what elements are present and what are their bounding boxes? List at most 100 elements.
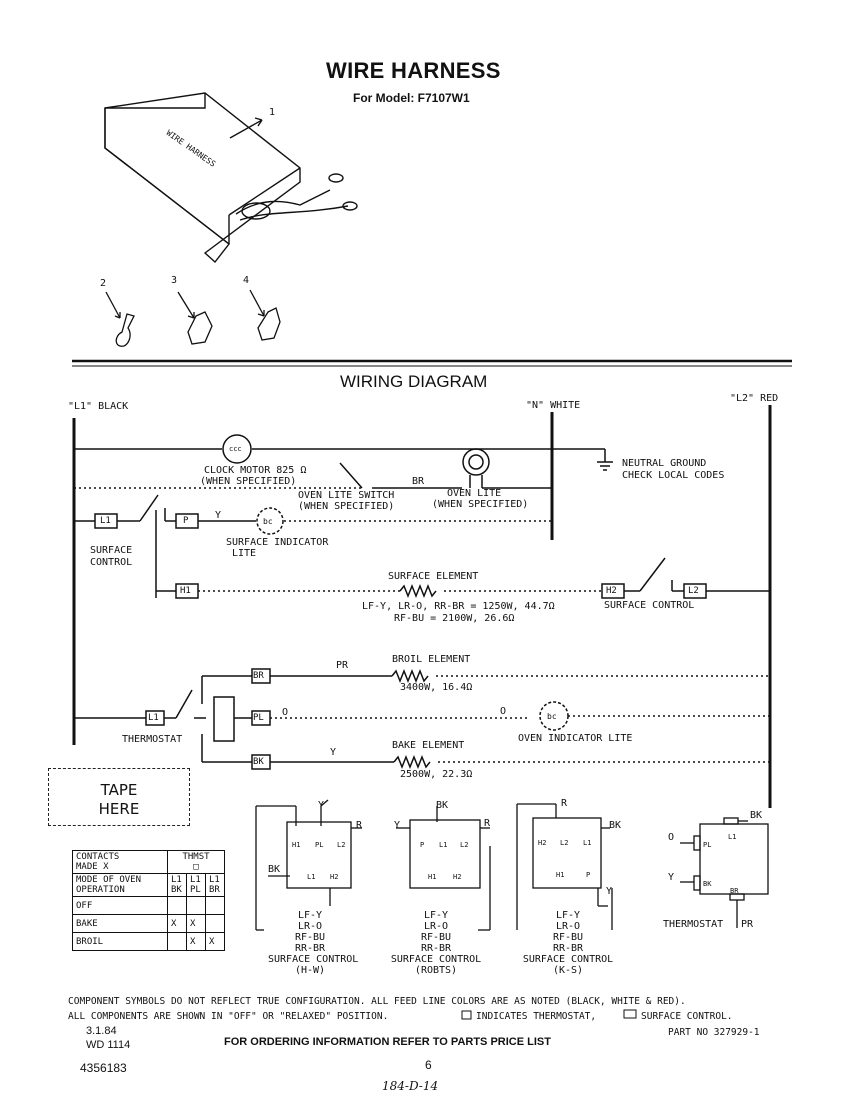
tape-here-box: TAPE HERE [48,768,190,826]
surface-indicator-label-2: LITE [232,548,257,559]
sc2-term-p: P [420,841,425,849]
broil-spec: 3400W, 16.4Ω [400,682,473,693]
neutral-ground-label: NEUTRAL GROUND [622,458,707,469]
y-wire-label: Y [215,510,222,521]
footnote-line-2: ALL COMPONENTS ARE SHOWN IN "OFF" OR "RE… [68,1011,389,1022]
terminal-p: P [183,516,189,526]
table-cell [167,896,187,915]
footnote-surface-control: SURFACE CONTROL. [641,1011,733,1022]
callout-2: 2 [100,278,107,289]
thermo-pl: PL [703,841,712,849]
y-wire-label-bake: Y [330,747,337,758]
table-cell: X [186,932,206,951]
sc3-term-l2: L2 [560,839,569,847]
sc2-term-h2: H2 [453,873,462,881]
l2-label: "L2" RED [730,393,779,404]
surface-control-right: SURFACE CONTROL [604,600,695,611]
surface-control-left-1: SURFACE [90,545,133,556]
sc3-wire-bk: BK [609,820,622,831]
handwritten-code: 184-D-14 [382,1079,439,1093]
check-codes-label: CHECK LOCAL CODES [622,470,725,481]
part-number: PART NO 327929-1 [668,1027,760,1038]
sc3-wire-r: R [561,798,568,809]
sc2-term-h1: H1 [428,873,437,881]
terminal-clips [105,289,281,347]
table-row: OFF [72,896,225,915]
doc-wd: WD 1114 [86,1039,131,1051]
table-row: BROIL X X [72,932,225,951]
footnote-thermostat: INDICATES THERMOSTAT, [476,1011,597,1022]
tape-line-1: TAPE [100,781,138,799]
oven-lite-label: OVEN LITE [447,488,502,499]
terminal-l2: L2 [688,586,699,596]
sc1-term-l1: L1 [307,873,316,881]
table-cell: X [167,914,187,933]
model-subtitle: For Model: F7107W1 [353,91,470,105]
table-cell [186,896,206,915]
sc3-term-h1: H1 [556,871,565,879]
n-label: "N" WHITE [526,400,581,411]
sc3-colors: LF-Y LR-O RF-BU RR-BR SURFACE CONTROL (K… [522,910,614,976]
sc1-wire-y: Y [318,800,325,811]
sc3-term-l1: L1 [583,839,592,847]
thmst-header: THMST□ [167,850,225,874]
wire-harness-illustration [104,92,358,264]
thermo-bk: BK [703,880,712,888]
surface-element-spec-2: RF-BU = 2100W, 26.6Ω [394,613,515,624]
callout-3: 3 [171,275,178,286]
wiring-diagram-title: WIRING DIAGRAM [340,372,488,391]
o-wire-label-2: O [500,706,507,717]
sc2-wire-y: Y [394,820,401,831]
sc2-wire-r: R [484,818,491,829]
thermo-bk-top: BK [750,810,763,821]
sc2-colors: LF-Y LR-O RF-BU RR-BR SURFACE CONTROL (R… [390,910,482,976]
clock-motor-label: CLOCK MOTOR 825 Ω [204,465,307,476]
sc1-term-l2: L2 [337,841,346,849]
page-number: 6 [425,1058,432,1072]
surface-control-detail-3 [516,803,613,930]
sc1-colors: LF-Y LR-O RF-BU RR-BR SURFACE CONTROL (H… [268,910,359,976]
table-cell: X [186,914,206,933]
table-row: BAKE X X [72,914,225,933]
bake-element-label: BAKE ELEMENT [392,740,465,751]
l1-label: "L1" BLACK [68,401,129,412]
indicator-symbol-1: bc [263,517,273,526]
bake-spec: 2500W, 22.3Ω [400,769,473,780]
page-title: WIRE HARNESS [326,58,501,83]
sc3-term-p: P [586,871,591,879]
thermostat-detail [680,817,769,928]
thermostat-label: THERMOSTAT [122,734,183,745]
tape-line-2: HERE [98,800,140,818]
oven-lite-switch-label: OVEN LITE SWITCH [298,490,395,501]
thermo-o: O [668,832,675,843]
ordering-note: FOR ORDERING INFORMATION REFER TO PARTS … [224,1036,551,1048]
oven-lite-note: (WHEN SPECIFIED) [432,499,529,510]
table-cell [205,896,225,915]
sc2-term-l1: L1 [439,841,448,849]
terminal-h1: H1 [180,586,191,596]
sc1-wire-r: R [356,820,363,831]
indicator-symbol-2: bc [547,712,557,721]
thermo-pr: PR [741,919,754,930]
doc-number: 4356183 [80,1061,127,1075]
callout-4: 4 [243,275,250,286]
surface-element-spec-1: LF-Y, LR-O, RR-BR = 1250W, 44.7Ω [362,601,555,612]
row-label: OFF [72,896,168,915]
table-cell: X [205,932,225,951]
terminal-pl: PL [253,713,264,723]
sc1-wire-bk: BK [268,864,281,875]
oven-indicator-label: OVEN INDICATOR LITE [518,733,633,744]
pr-wire-label: PR [336,660,349,671]
callout-1: 1 [269,107,276,118]
row-label: BROIL [72,932,168,951]
sc2-wire-bk: BK [436,800,449,811]
thermo-br: BR [730,887,739,895]
sc1-term-pl: PL [315,841,324,849]
